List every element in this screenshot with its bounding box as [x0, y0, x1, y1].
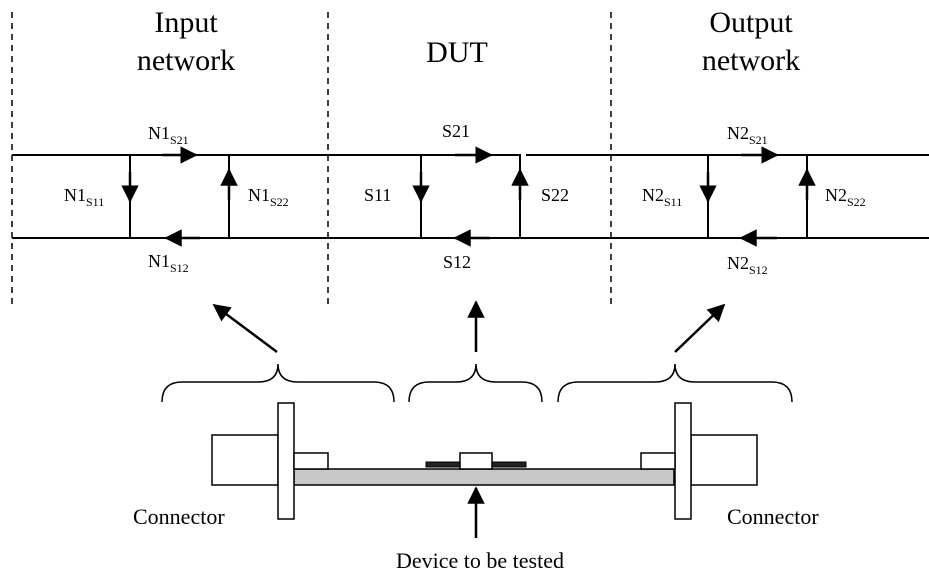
n2-s11-label: N2S11 — [642, 185, 682, 209]
output-network-title-line1: Output — [709, 6, 793, 39]
dut-title: DUT — [426, 36, 488, 69]
left-trace — [425, 461, 461, 468]
n1-s11-label: N1S11 — [64, 185, 104, 209]
n2-s22-label: N2S22 — [825, 185, 866, 209]
connector-label-right: Connector — [727, 504, 819, 529]
input-brace — [161, 363, 395, 403]
n1-s21-label: N1S21 — [148, 123, 189, 147]
left-connector-flange — [277, 402, 295, 520]
input-network-title-line2: network — [137, 44, 235, 77]
n2-s21-label: N2S21 — [727, 123, 768, 147]
output-pointer-arrow — [674, 303, 726, 353]
s11-label: S11 — [364, 185, 391, 205]
input-network-title-line1: Input — [154, 6, 218, 39]
substrate — [293, 468, 675, 486]
output-brace — [557, 363, 793, 403]
n1-s22-label: N1S22 — [248, 185, 289, 209]
s12-label: S12 — [443, 252, 471, 272]
right-connector-body — [690, 434, 758, 486]
left-launch-pad — [293, 452, 329, 470]
dut-chip — [459, 452, 493, 470]
connector-label-left: Connector — [133, 504, 225, 529]
right-connector-flange — [674, 402, 692, 520]
input-pointer-arrow — [212, 303, 278, 354]
left-connector-body — [211, 434, 279, 486]
n1-s12-label: N1S12 — [148, 251, 189, 275]
right-trace — [491, 461, 527, 468]
n2-s12-label: N2S12 — [727, 253, 768, 277]
dut-brace — [408, 363, 543, 403]
s22-label: S22 — [541, 185, 569, 205]
s21-label: S21 — [442, 121, 470, 141]
device-label: Device to be tested — [396, 548, 564, 573]
output-network-title-line2: network — [702, 44, 800, 77]
right-launch-pad — [640, 452, 676, 470]
